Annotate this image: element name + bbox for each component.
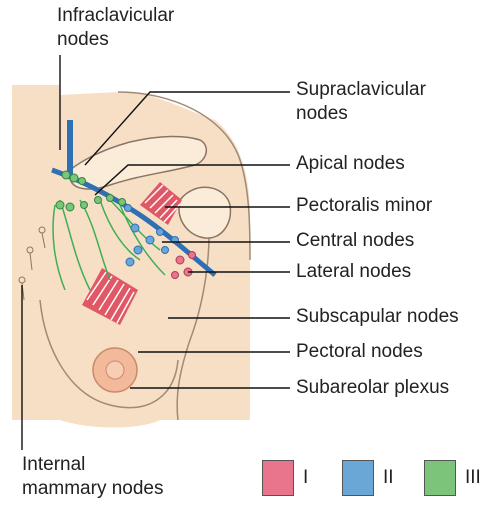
legend-swatch-level-III <box>424 460 456 496</box>
legend-label-level-III: III <box>465 466 481 490</box>
legend-label-level-II: II <box>383 466 394 490</box>
label-supraclavicular: Supraclavicular nodes <box>296 78 426 126</box>
label-infraclavicular-line2: nodes <box>57 28 174 52</box>
label-internal-mammary-line2: mammary nodes <box>22 477 164 501</box>
label-infraclavicular-line1: Infraclavicular <box>57 4 174 28</box>
label-internal-mammary-line1: Internal <box>22 453 164 477</box>
label-central-nodes: Central nodes <box>296 229 414 253</box>
legend-swatch-level-II <box>342 460 374 496</box>
label-subscapular-nodes: Subscapular nodes <box>296 305 459 329</box>
label-internal-mammary: Internal mammary nodes <box>22 453 164 501</box>
label-infraclavicular: Infraclavicular nodes <box>57 4 174 52</box>
areola <box>93 348 137 392</box>
legend-swatch-level-I <box>262 460 294 496</box>
legend-label-level-I: I <box>303 466 308 490</box>
label-supraclavicular-line1: Supraclavicular <box>296 78 426 102</box>
label-pectoralis-minor: Pectoralis minor <box>296 194 432 218</box>
label-supraclavicular-line2: nodes <box>296 102 426 126</box>
label-pectoral-nodes: Pectoral nodes <box>296 340 423 364</box>
label-subareolar-plexus: Subareolar plexus <box>296 376 449 400</box>
label-apical-nodes: Apical nodes <box>296 152 405 176</box>
label-lateral-nodes: Lateral nodes <box>296 260 411 284</box>
